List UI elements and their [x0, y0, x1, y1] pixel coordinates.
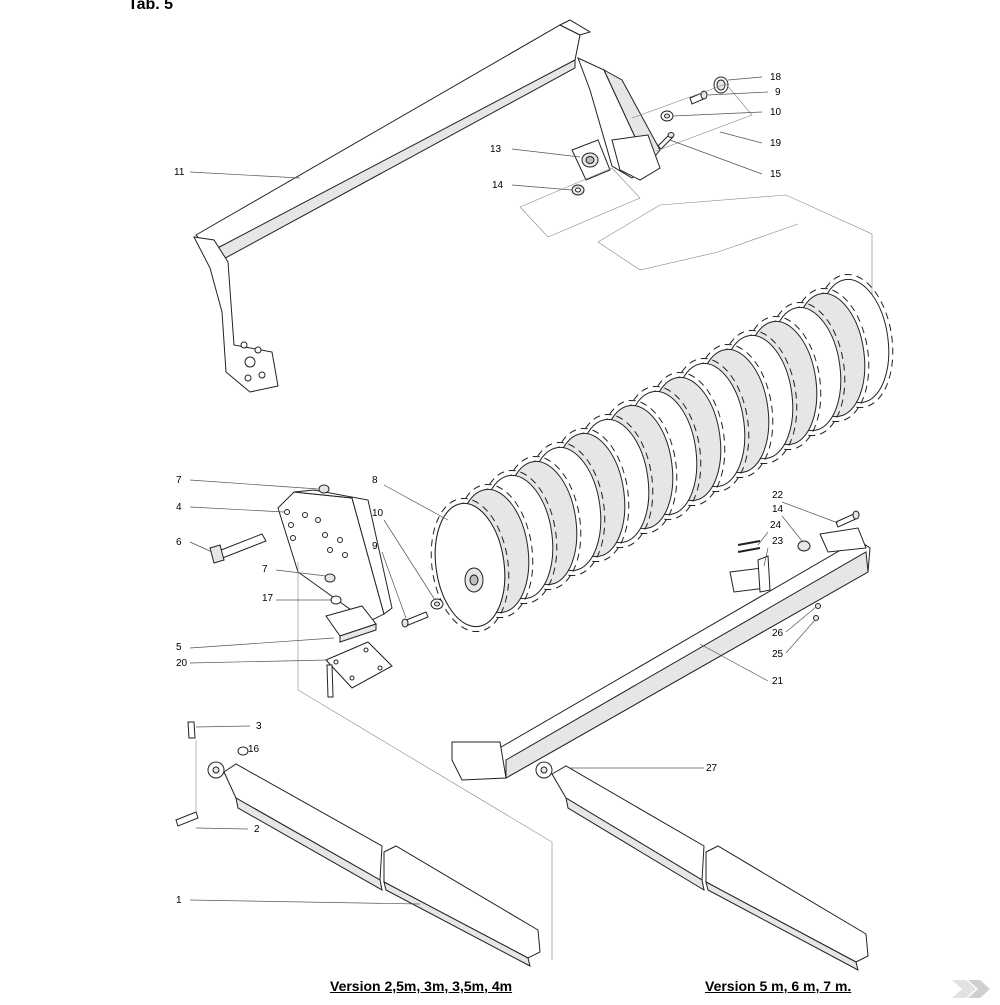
washer-part-16: [237, 746, 249, 756]
caption-left-version: Version 2,5m, 3m, 3,5m, 4m: [330, 978, 513, 994]
nut-part-7-top: [318, 484, 330, 494]
callout-c9b: 9: [372, 541, 378, 552]
callout-c13: 13: [490, 144, 502, 155]
leader-line-c6: [189, 541, 213, 553]
plate-part-20: [325, 641, 393, 698]
leader-line-c25: [785, 619, 816, 654]
callout-c14a: 14: [492, 180, 504, 191]
caption-right-version: Version 5 m, 6 m, 7 m.: [705, 978, 852, 994]
leader-line-c1: [189, 899, 421, 905]
bolt-part-6: [209, 533, 267, 564]
nut-part-14-top: [571, 184, 585, 196]
leader-line-c19: [719, 131, 763, 144]
leader-line-c5: [189, 637, 335, 649]
callout-c3: 3: [256, 721, 262, 732]
callout-c9a: 9: [775, 87, 781, 98]
leader-line-c15: [669, 139, 763, 175]
bolt-part-15: [657, 132, 675, 150]
bearing-part-13: [571, 139, 611, 181]
leader-line-c14a: [511, 184, 573, 191]
table-title: Tab. 5: [128, 0, 174, 13]
bolt-part-24: [737, 540, 761, 553]
leader-line-c8: [383, 484, 449, 521]
leader-line-c24: [757, 531, 769, 546]
leader-line-c26: [785, 606, 817, 633]
callout-c2: 2: [254, 824, 260, 835]
callout-c4: 4: [176, 502, 182, 513]
callout-c27: 27: [706, 763, 718, 774]
callout-c18: 18: [770, 72, 782, 83]
leader-line-c20: [189, 659, 329, 664]
callout-c25: 25: [772, 649, 784, 660]
callout-c7a: 7: [176, 475, 182, 486]
callout-c11: 11: [174, 167, 185, 178]
leader-line-c18: [727, 76, 763, 81]
leader-line-c7a: [189, 479, 319, 490]
callout-c19: 19: [770, 138, 782, 149]
washer-part-10-top: [660, 110, 674, 122]
cap-part-18: [713, 76, 729, 94]
callout-c8: 8: [372, 475, 378, 486]
bolt-part-22: [835, 510, 860, 528]
callout-c20: 20: [176, 658, 188, 669]
bracket-part-23: [729, 555, 771, 593]
callout-c14b: 14: [772, 504, 784, 515]
washer-part-17: [330, 595, 342, 605]
leader-line-c10b: [383, 519, 436, 601]
bolt-part-9-mid: [401, 611, 429, 628]
callout-c17: 17: [262, 593, 274, 604]
arm-part-27: [535, 761, 869, 971]
callout-c15: 15: [770, 169, 782, 180]
leader-line-c11: [189, 171, 301, 179]
nut-part-25: [813, 615, 819, 621]
callout-c5: 5: [176, 642, 182, 653]
callout-c10b: 10: [372, 508, 384, 519]
callout-c22: 22: [772, 490, 784, 501]
leader-line-c7b: [275, 569, 327, 577]
leader-line-c22: [781, 501, 839, 524]
callout-c6: 6: [176, 537, 182, 548]
callout-c26: 26: [772, 628, 784, 639]
leader-lines: [189, 76, 839, 905]
frame-part-11: [193, 19, 661, 393]
roller-part-8: [430, 273, 894, 633]
callout-c10a: 10: [770, 107, 782, 118]
leader-line-c3: [195, 725, 251, 728]
leader-line-c21: [699, 643, 769, 682]
leader-line-c14b: [781, 515, 803, 542]
callout-c16: 16: [248, 744, 260, 755]
pin-part-3: [187, 721, 196, 739]
leader-line-c2: [195, 827, 249, 830]
leader-line-c23: [763, 547, 769, 567]
plate-part-5: [325, 605, 377, 643]
callout-c24: 24: [770, 520, 782, 531]
nut-part-26: [815, 603, 821, 609]
nut-part-7-lower: [324, 573, 336, 583]
leader-line-c4: [189, 506, 285, 513]
callout-c7b: 7: [262, 564, 268, 575]
arm-part-1: [207, 761, 541, 967]
nut-part-14-rail: [797, 540, 811, 552]
leader-line-c13: [511, 148, 581, 158]
leader-line-c10a: [672, 111, 763, 117]
callout-c23: 23: [772, 536, 784, 547]
watermark-logo: [952, 980, 990, 998]
callout-c21: 21: [772, 676, 784, 687]
washer-part-10-mid: [430, 598, 444, 610]
bolt-part-9-top: [689, 90, 708, 105]
rail-part-21: [451, 527, 871, 781]
pin-part-2: [175, 811, 199, 827]
leader-line-c9a: [707, 91, 769, 96]
callout-c1: 1: [176, 895, 182, 906]
leader-line-c9b: [381, 551, 407, 619]
